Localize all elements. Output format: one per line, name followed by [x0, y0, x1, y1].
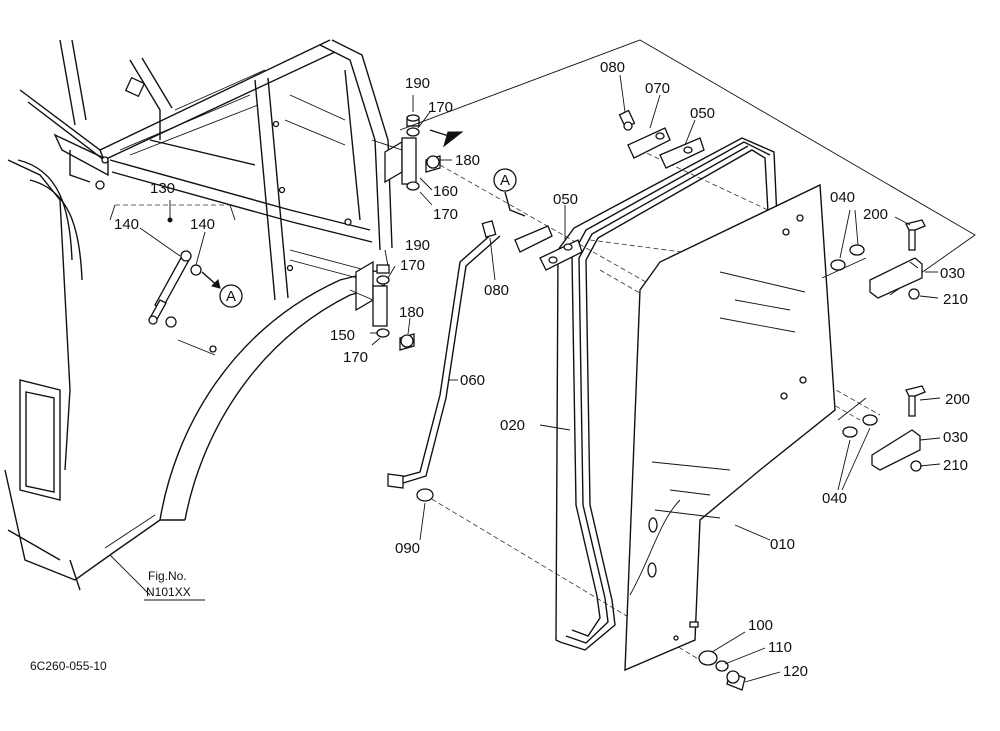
label-050-right: 050 [690, 105, 715, 122]
label-190-upper: 190 [405, 75, 430, 92]
label-140-left: 140 [114, 216, 139, 233]
support-rod-060 [387, 220, 501, 489]
gas-strut [109, 200, 236, 328]
label-040-upper: 040 [830, 189, 855, 206]
door-glass-010 [624, 183, 836, 672]
label-210-upper: 210 [943, 291, 968, 308]
label-200-lower: 200 [945, 391, 970, 408]
callout-a-right: A [500, 172, 510, 189]
label-090: 090 [395, 540, 420, 557]
reference-line-1: Fig.No. [148, 569, 187, 583]
upper-hinge-assembly [371, 114, 441, 191]
reference-line-2: N101XX [146, 585, 191, 599]
label-170-lower-bottom: 170 [343, 349, 368, 366]
label-030-lower: 030 [943, 429, 968, 446]
label-080-left: 080 [484, 282, 509, 299]
label-170-upper-bottom: 170 [433, 206, 458, 223]
label-050-left: 050 [553, 191, 578, 208]
callout-markers: A A [219, 168, 526, 308]
part-labels: 190 170 180 160 170 130 140 140 190 170 … [114, 59, 970, 680]
callout-a-left: A [226, 288, 236, 305]
label-020: 020 [500, 417, 525, 434]
label-040-lower: 040 [822, 490, 847, 507]
label-140-right: 140 [190, 216, 215, 233]
plates-050-070 [514, 109, 705, 271]
leader-lines [109, 74, 941, 683]
label-100: 100 [748, 617, 773, 634]
label-160: 160 [433, 183, 458, 200]
figure-code: 6C260-055-10 [30, 659, 107, 673]
label-010: 010 [770, 536, 795, 553]
label-180-lower: 180 [399, 304, 424, 321]
lower-fasteners [416, 488, 746, 691]
label-130: 130 [150, 180, 175, 197]
label-190-lower: 190 [405, 237, 430, 254]
label-120: 120 [783, 663, 808, 680]
label-150: 150 [330, 327, 355, 344]
label-210-lower: 210 [943, 457, 968, 474]
label-030-upper: 030 [940, 265, 965, 282]
callout-a-circle-right [493, 168, 517, 192]
lower-hinge-assembly [349, 260, 415, 351]
label-180-upper: 180 [455, 152, 480, 169]
cab-frame [4, 39, 393, 591]
figure-reference: Fig.No. N101XX [144, 569, 205, 601]
label-080-right: 080 [600, 59, 625, 76]
latch-brackets-030 [821, 219, 926, 472]
label-170-upper-top: 170 [428, 99, 453, 116]
label-110: 110 [768, 639, 792, 656]
callout-a-circle-left [219, 284, 243, 308]
label-170-lower-top: 170 [400, 257, 425, 274]
label-070: 070 [645, 80, 670, 97]
label-200-upper: 200 [863, 206, 888, 223]
label-060: 060 [460, 372, 485, 389]
